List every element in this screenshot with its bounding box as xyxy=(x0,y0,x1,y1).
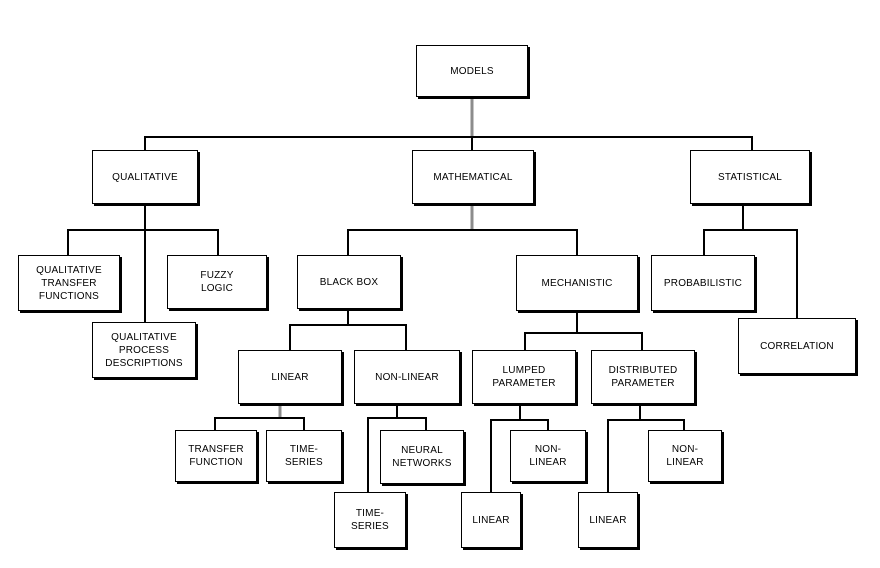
node-time-series-nonlinear: TIME- SERIES xyxy=(334,492,406,548)
node-lumped-linear: LINEAR xyxy=(461,492,521,548)
node-distributed-non-linear: NON- LINEAR xyxy=(648,430,722,482)
connector-line xyxy=(524,332,643,350)
node-mechanistic: MECHANISTIC xyxy=(516,255,638,311)
node-linear: LINEAR xyxy=(238,350,342,404)
node-probabilistic: PROBABILISTIC xyxy=(651,255,755,311)
connector-line xyxy=(367,417,427,492)
node-lumped-non-linear: NON- LINEAR xyxy=(510,430,586,482)
node-qualitative-process-descriptions: QUALITATIVE PROCESS DESCRIPTIONS xyxy=(92,322,196,378)
node-statistical: STATISTICAL xyxy=(690,150,810,204)
node-mathematical: MATHEMATICAL xyxy=(412,150,534,204)
node-non-linear: NON-LINEAR xyxy=(354,350,460,404)
connector-line xyxy=(347,229,578,255)
node-correlation: CORRELATION xyxy=(738,318,856,374)
connector-line xyxy=(289,324,407,350)
connector-line xyxy=(67,229,219,255)
node-distributed-linear: LINEAR xyxy=(578,492,638,548)
node-black-box: BLACK BOX xyxy=(297,255,401,309)
node-transfer-function: TRANSFER FUNCTION xyxy=(175,430,257,482)
node-neural-networks: NEURAL NETWORKS xyxy=(380,430,464,484)
node-fuzzy-logic: FUZZY LOGIC xyxy=(167,255,267,309)
node-time-series-linear: TIME- SERIES xyxy=(266,430,342,482)
node-qualitative-transfer-functions: QUALITATIVE TRANSFER FUNCTIONS xyxy=(18,255,120,311)
connector-line xyxy=(703,229,798,318)
connector-line xyxy=(490,419,549,492)
node-models: MODELS xyxy=(416,45,528,97)
node-qualitative: QUALITATIVE xyxy=(92,150,198,204)
connector-line xyxy=(214,417,305,430)
node-lumped-parameter: LUMPED PARAMETER xyxy=(472,350,576,404)
connector-line xyxy=(144,136,753,150)
connector-line xyxy=(607,419,685,492)
node-distributed-parameter: DISTRIBUTED PARAMETER xyxy=(591,350,695,404)
